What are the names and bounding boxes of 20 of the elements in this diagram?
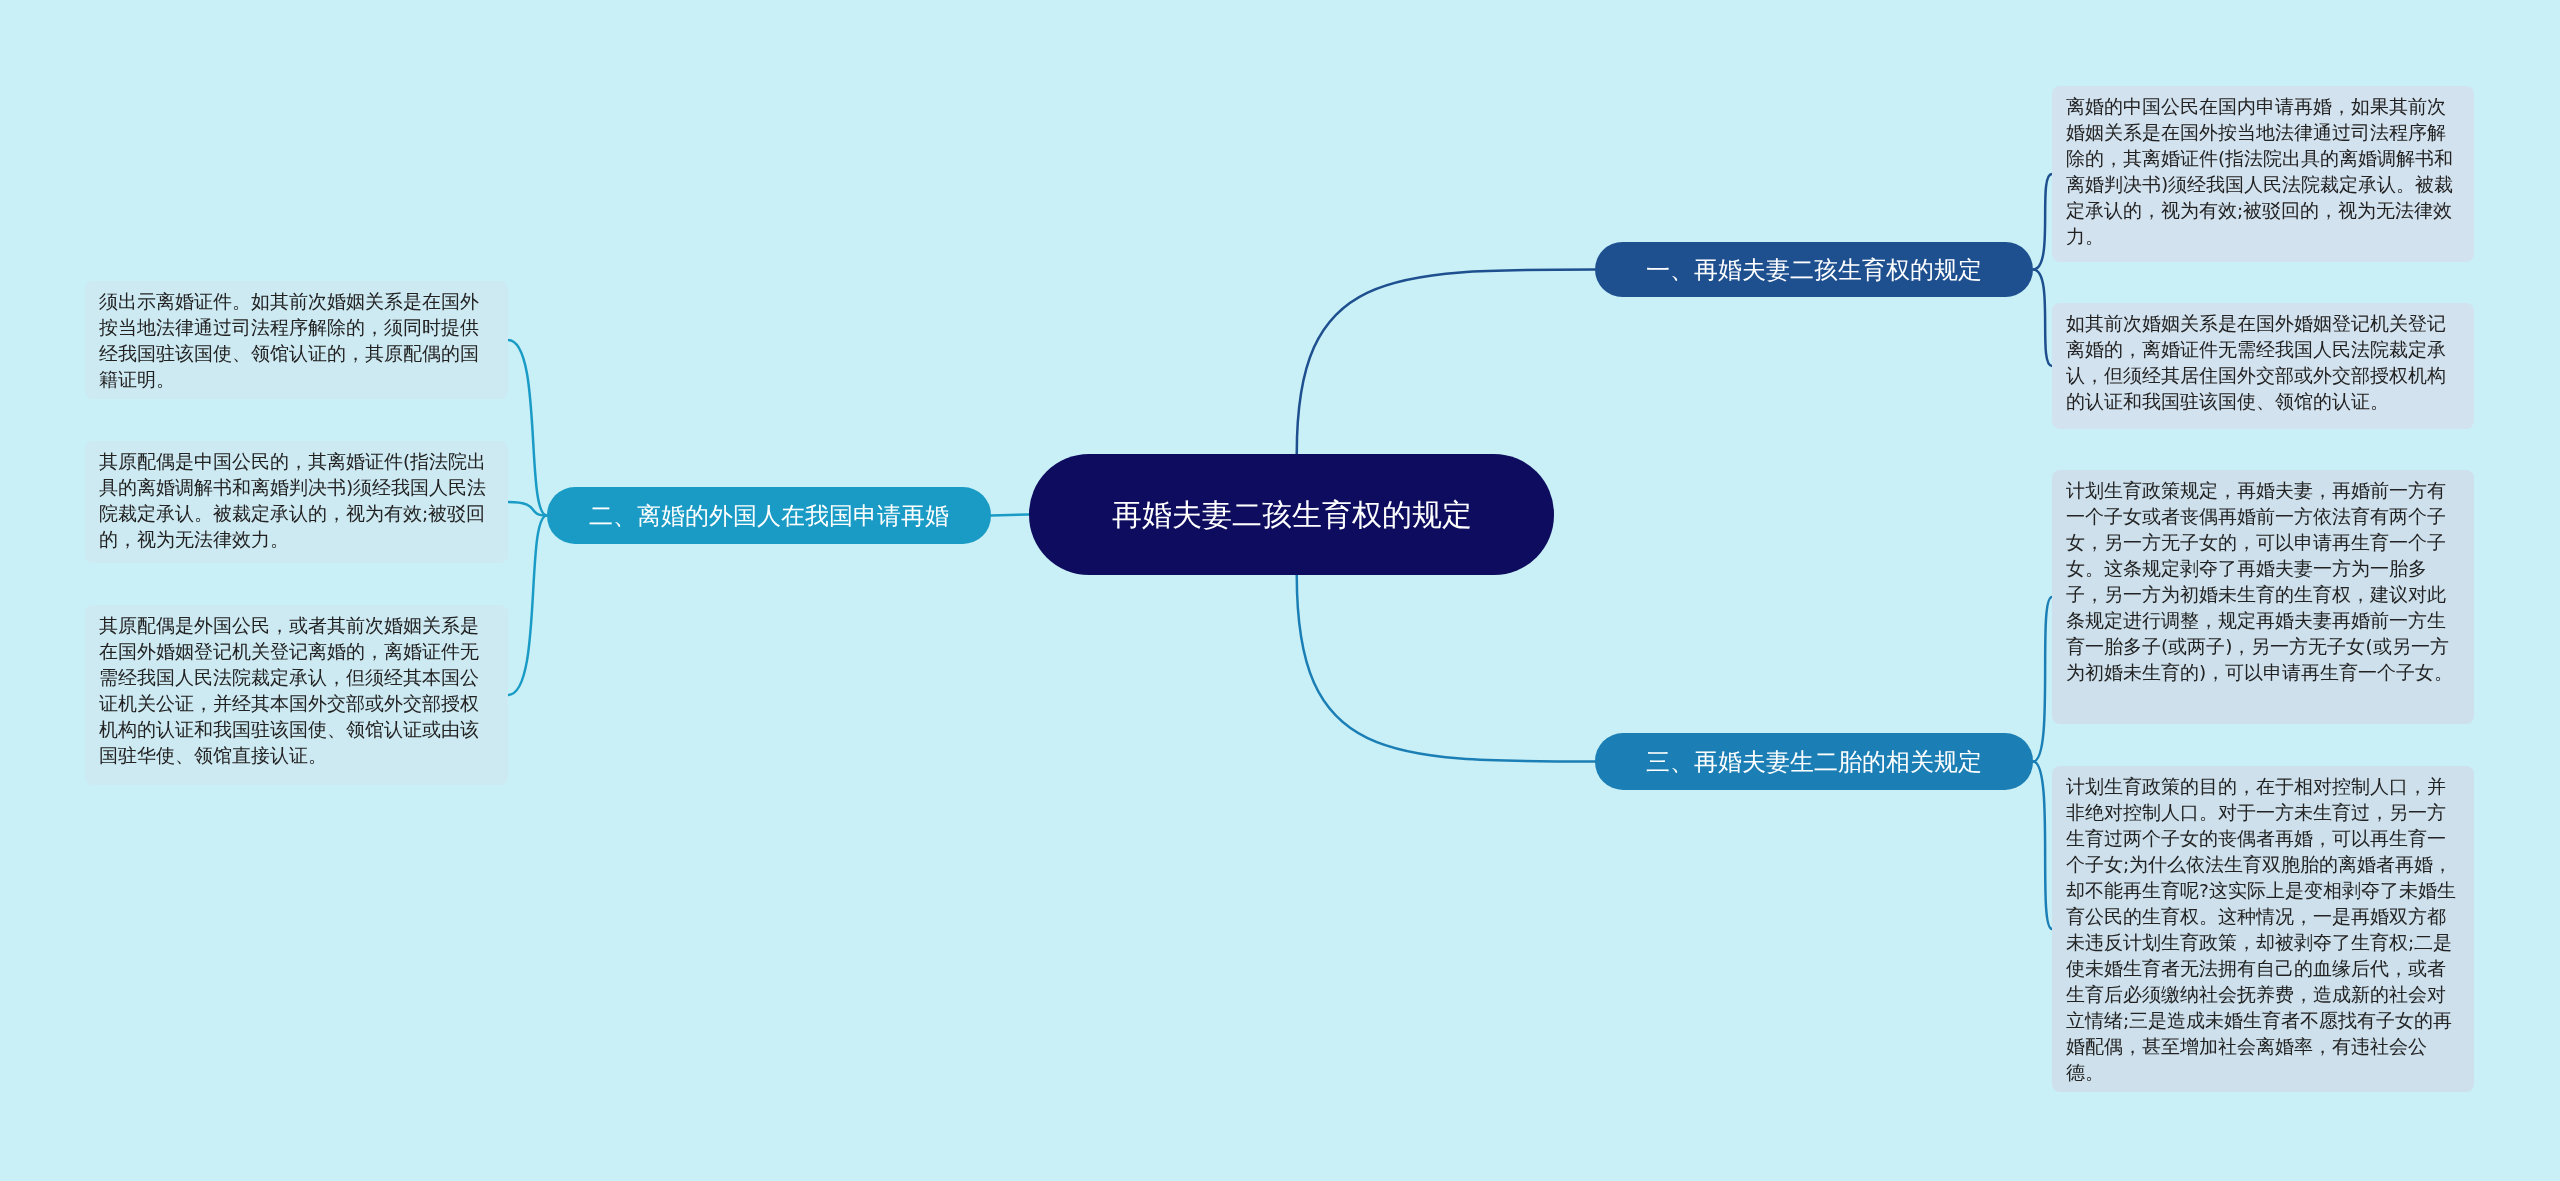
connector-line <box>507 514 548 697</box>
connector-line <box>2032 268 2053 368</box>
connector-line <box>507 338 548 517</box>
connector-line <box>2032 760 2053 930</box>
connector-line <box>2032 596 2053 763</box>
note-card: 如其前次婚姻关系是在国外婚姻登记机关登记离婚的，离婚证件无需经我国人民法院裁定承认，但须经其居住国外交部或外交部授权机构的认证和我国驻该国使、领馆的认证。 <box>2052 303 2474 429</box>
note-card: 计划生育政策规定，再婚夫妻，再婚前一方有一个子女或者丧偶再婚前一方依法育有两个子女，另一方无子女的，可以申请再生育一个子女。这条规定剥夺了再婚夫妻一方为一胎多子，另一方为初婚未生育的生育权，建议对此条规定进行调整，规定再婚夫妻再婚前一方生育一胎多子(或两子)，另一方无子女(或另一方为初婚未生育的)，可以申请再生育一个子女。 <box>2052 470 2474 724</box>
branch-topic: 一、再婚夫妻二孩生育权的规定 <box>1595 242 2033 297</box>
connector-line <box>2032 172 2053 271</box>
note-card: 计划生育政策的目的，在于相对控制人口，并非绝对控制人口。对于一方未生育过，另一方生育过两个子女的丧偶者再婚，可以再生育一个子女;为什么依法生育双胞胎的离婚者再婚，却不能再生育呢?这实际上是变相剥夺了未婚生育公民的生育权。这种情况，一是再婚双方都未违反计划生育政策，却被剥夺了生育权;二是使未婚生育者无法拥有自己的血缘后代，或者生育后必须缴纳社会抚养费，造成新的社会对立情绪;三是造成未婚生育者不愿找有子女的再婚配偶，甚至增加社会离婚率，有违社会公德。 <box>2052 766 2474 1092</box>
connector-line <box>1295 574 1595 763</box>
branch-topic: 三、再婚夫妻生二胎的相关规定 <box>1595 733 2033 790</box>
note-card: 须出示离婚证件。如其前次婚姻关系是在国外按当地法律通过司法程序解除的，须同时提供经我国驻该国使、领馆认证的，其原配偶的国籍证明。 <box>85 281 508 399</box>
connector-line <box>1295 268 1595 455</box>
connector-line <box>990 513 1030 517</box>
branch-topic: 二、离婚的外国人在我国申请再婚 <box>547 487 991 544</box>
note-card: 离婚的中国公民在国内申请再婚，如果其前次婚姻关系是在国外按当地法律通过司法程序解除的，其离婚证件(指法院出具的离婚调解书和离婚判决书)须经我国人民法院裁定承认。被裁定承认的，视为有效;被驳回的，视为无法律效力。 <box>2052 86 2474 262</box>
note-card: 其原配偶是外国公民，或者其前次婚姻关系是在国外婚姻登记机关登记离婚的，离婚证件无需经我国人民法院裁定承认，但须经其本国公证机关公证，并经其本国外交部或外交部授权机构的认证和我国驻该国使、领馆认证或由该国驻华使、领馆直接认证。 <box>85 605 508 785</box>
note-card: 其原配偶是中国公民的，其离婚证件(指法院出具的离婚调解书和离婚判决书)须经我国人民法院裁定承认。被裁定承认的，视为有效;被驳回的，视为无法律效力。 <box>85 441 508 563</box>
central-topic: 再婚夫妻二孩生育权的规定 <box>1029 454 1554 575</box>
